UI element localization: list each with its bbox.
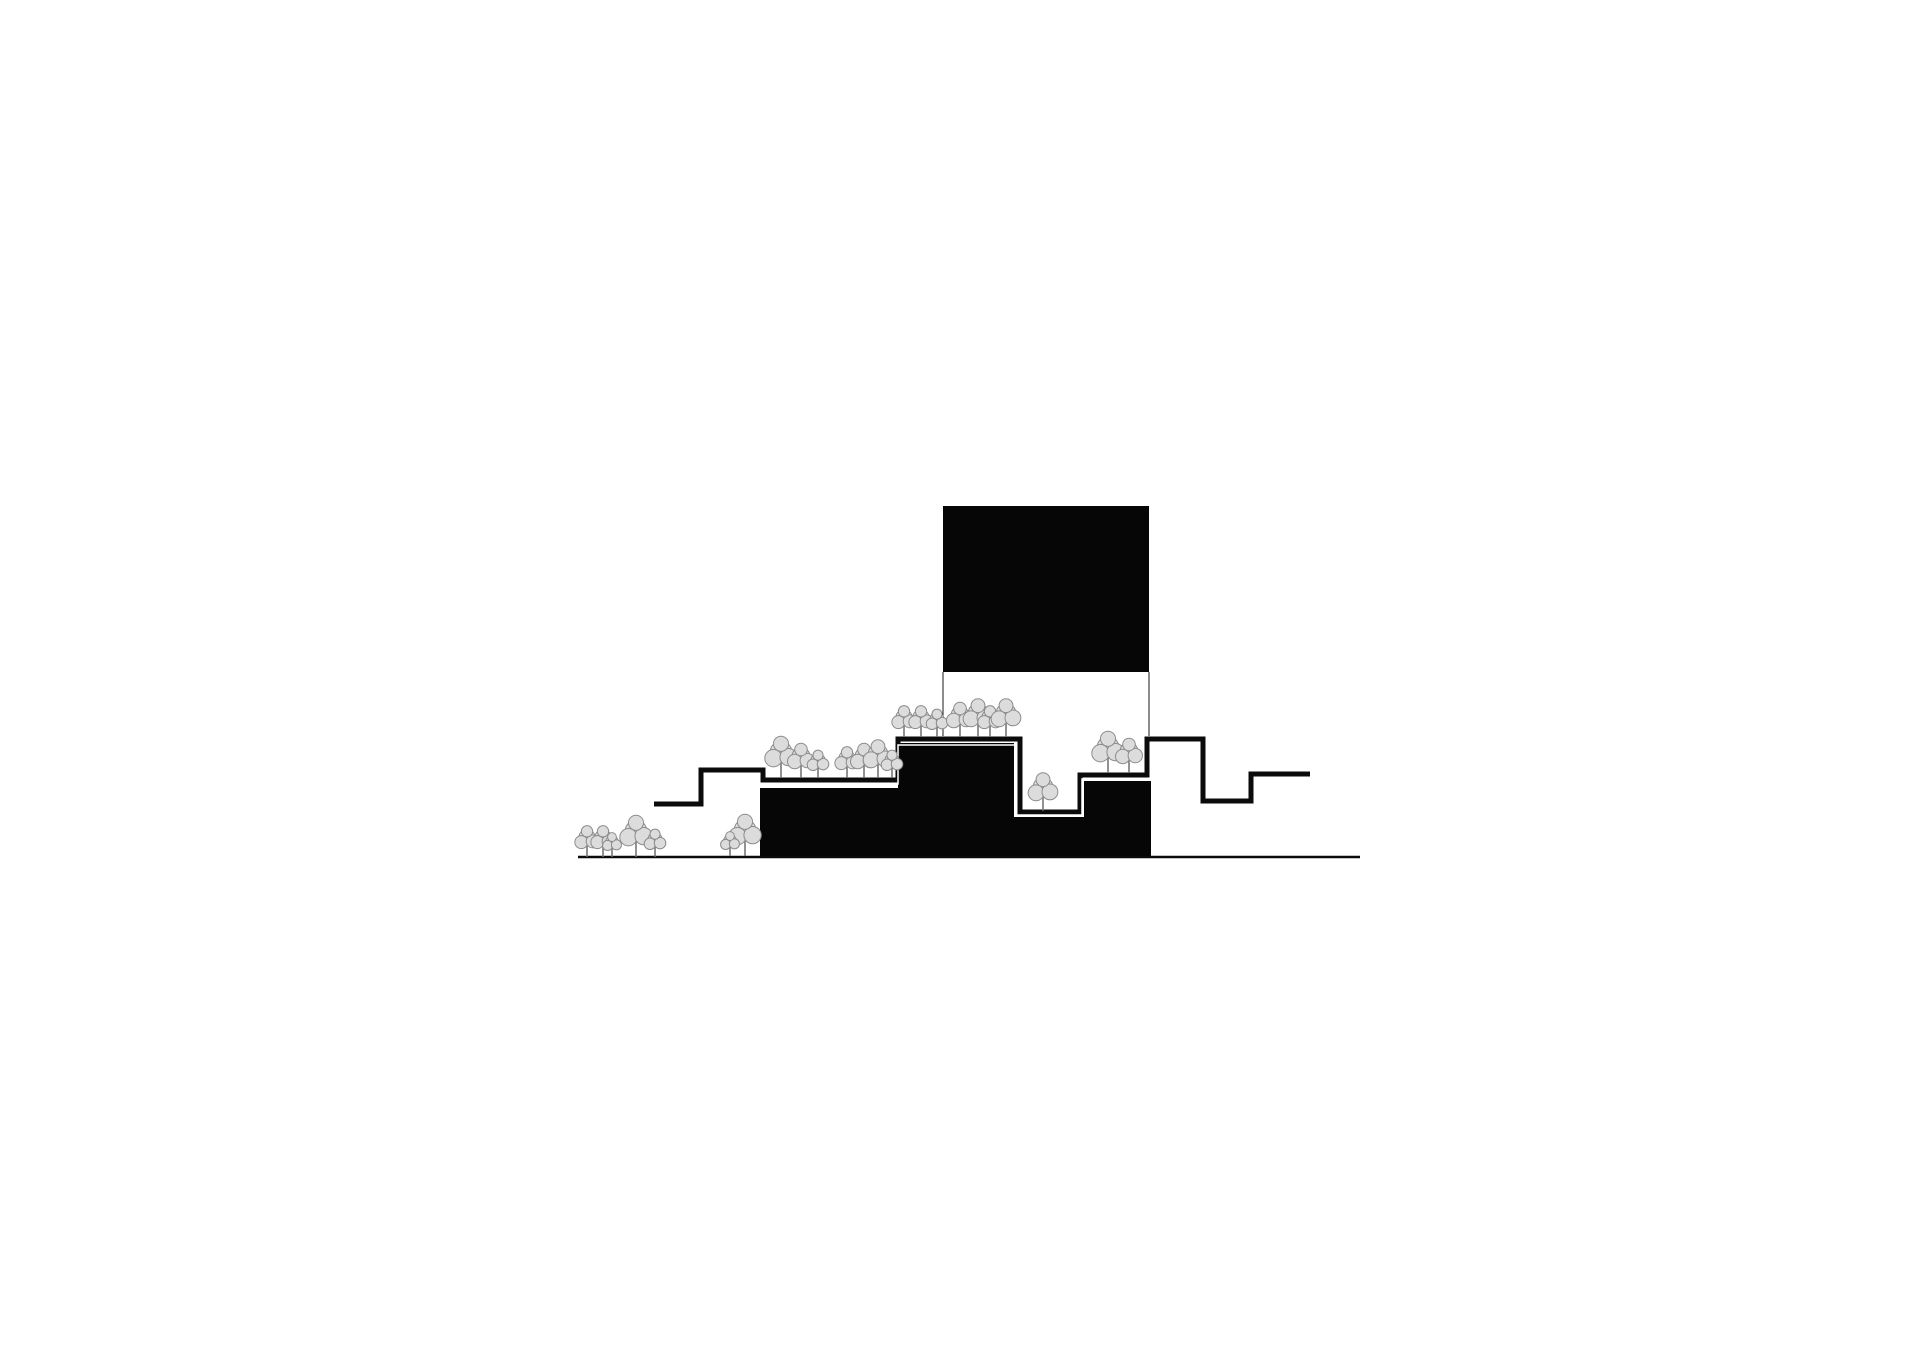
tree-icon [1091,730,1125,773]
tree-canopy [812,749,824,761]
tree-canopy [580,825,594,838]
tree-canopy [840,746,854,759]
tree-canopy [886,749,898,761]
tree-canopy [816,757,830,771]
podium-mass [760,743,1151,856]
tree-canopy [649,828,661,840]
tree-canopy [1035,772,1051,788]
tree-icon [619,814,653,857]
tree-canopy [931,708,943,720]
tree-canopy [897,705,911,718]
tree-canopy [1004,709,1022,727]
tree-icon [891,705,917,737]
tower-block [943,506,1149,672]
tree-canopy [1099,730,1117,747]
tree-canopy [914,705,928,718]
tree-icon [643,828,667,857]
tree-canopy [627,814,645,831]
tree-icon [925,708,949,737]
tree-icon [990,698,1022,737]
tree-icon [908,705,934,737]
tree-icon [602,832,622,857]
tree-canopy [794,742,808,757]
tree-icon [728,813,762,856]
tree-canopy [610,839,622,851]
tree-canopy [743,825,762,845]
tree-icon [1027,772,1059,811]
tree-canopy [890,757,904,771]
tree-canopy [1122,737,1136,752]
tree-icon [806,749,830,778]
tree-canopy [1127,747,1144,764]
tree-canopy [870,739,886,755]
tree-canopy [607,832,617,842]
tree-icon [720,831,740,856]
tree-canopy [653,836,667,850]
tree-canopy [725,831,735,841]
tree-icon [880,749,904,778]
terrace-inner-line [763,744,1151,816]
tree-canopy [1041,783,1059,801]
tree-canopy [998,698,1014,714]
stepped-outline-left [654,736,1310,815]
tree-canopy [596,825,610,838]
tree-canopy [728,838,740,850]
tree-icon [787,742,815,778]
tree-group [574,698,1144,857]
tree-icon [1115,737,1144,773]
tree-canopy [953,701,967,716]
tree-canopy [970,698,986,714]
tree-canopy [736,813,754,830]
tree-canopy [772,735,790,752]
tree-icon [764,735,798,778]
